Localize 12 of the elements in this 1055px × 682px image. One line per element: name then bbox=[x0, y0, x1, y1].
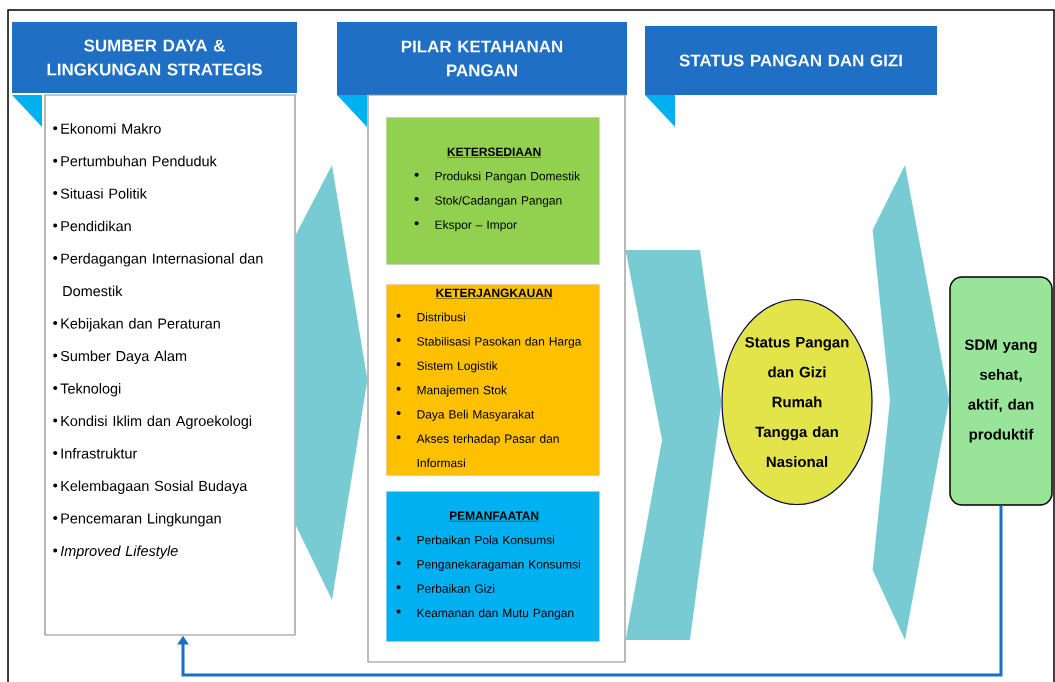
chevron-arrow bbox=[872, 165, 950, 640]
pillar-box: PEMANFAATAN Perbaikan Pola Konsumsi Penganekaragaman Konsumsi Perbaikan Gizi Keamanan dan Mutu Pangan bbox=[386, 491, 600, 642]
list-box: Ekonomi Makro Pertumbuhan Penduduk Situasi Politik Pendidikan Perdagangan Internasional dan Domestik Kebijakan dan Peraturan Sumber Daya Alam Teknologi Kondisi Iklim dan Agroekologi Infrastruktur Kelembagaan Sosial Budaya Pencemaran Lingkungan Improved Lifestyle bbox=[44, 94, 296, 636]
feedback-arrow bbox=[177, 505, 1003, 677]
header-band: STATUS PANGAN DAN GIZI bbox=[645, 26, 937, 95]
chevron-arrow bbox=[295, 165, 368, 600]
header-band: SUMBER DAYA & LINGKUNGAN STRATEGIS bbox=[12, 22, 297, 93]
chevron-arrow bbox=[625, 250, 722, 640]
outcome-box: SDM yang sehat, aktif, dan produktif bbox=[949, 276, 1053, 506]
header-band: PILAR KETAHANAN PANGAN bbox=[337, 22, 627, 95]
pillar-box: KETERJANGKAUAN Distribusi Stabilisasi Pasokan dan Harga Sistem Logistik Manajemen Stok Daya Beli Masyarakat Akses terhadap Pasar dan Informasi bbox=[386, 284, 600, 476]
pillar-box: KETERSEDIAAN Produksi Pangan Domestik Stok/Cadangan Pangan Ekspor – Impor bbox=[386, 117, 600, 265]
